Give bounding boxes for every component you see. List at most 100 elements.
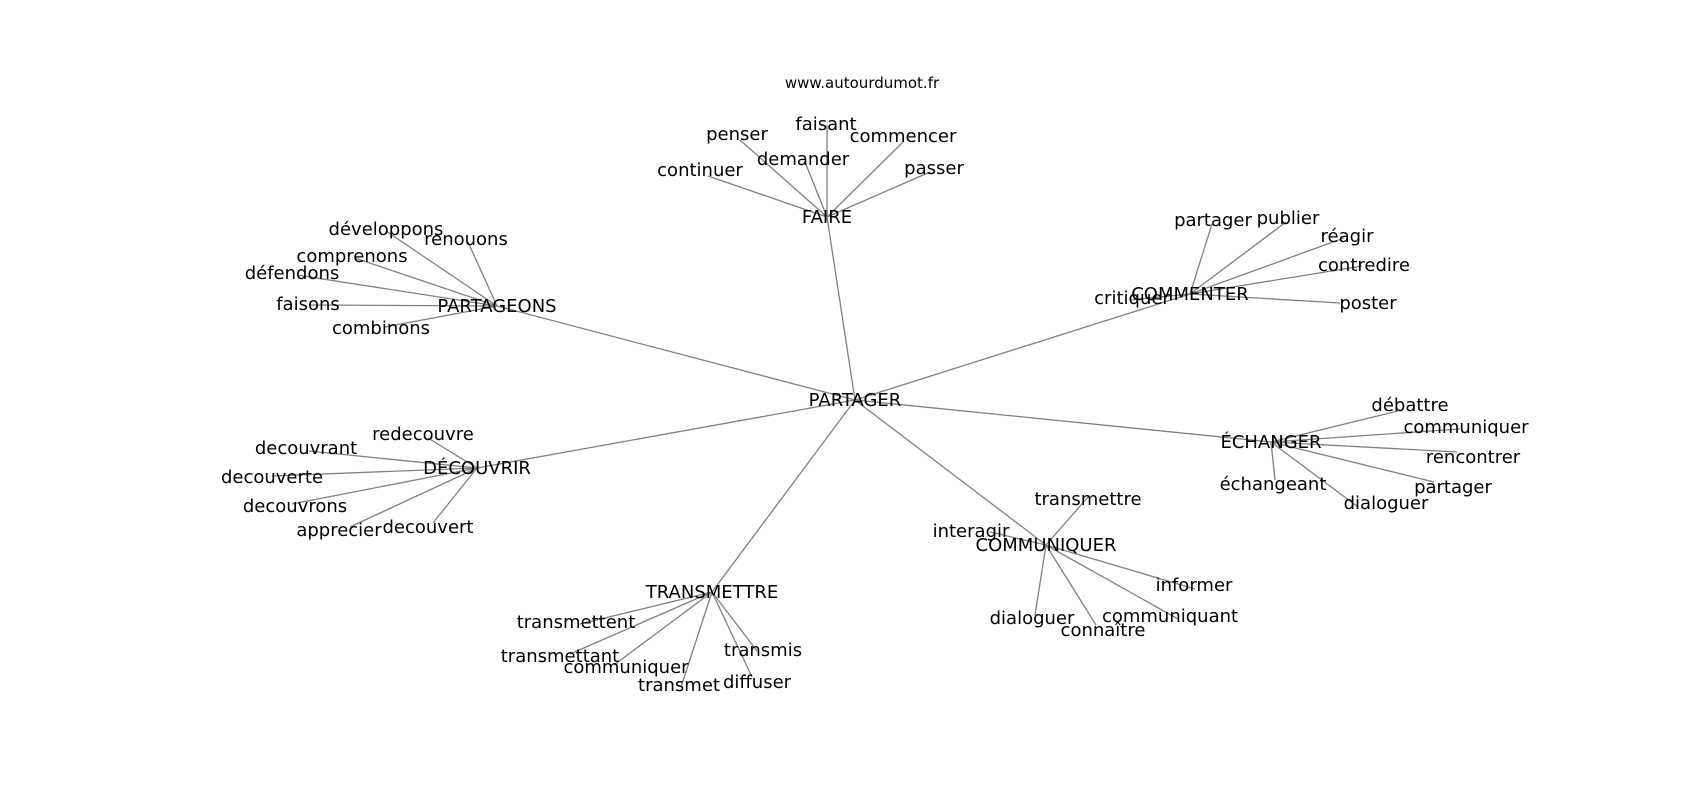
leaf-node-label: transmettant bbox=[501, 646, 620, 667]
leaf-node-label: critiquer bbox=[1094, 288, 1170, 309]
leaf-node-label: demander bbox=[757, 149, 850, 170]
edge-hub-leaf bbox=[1045, 496, 1089, 546]
watermark: www.autourdumot.fr bbox=[785, 74, 940, 92]
leaf-node-label: débattre bbox=[1371, 395, 1448, 416]
edge-hub-leaf bbox=[569, 591, 713, 655]
leaf-node-label: partager bbox=[1414, 477, 1492, 498]
leaf-node-label: comprenons bbox=[296, 246, 407, 267]
leaf-node-label: penser bbox=[706, 124, 768, 145]
leaf-node-label: continuer bbox=[657, 160, 743, 181]
edge-root-hub bbox=[854, 399, 1047, 546]
leaf-node-label: contredire bbox=[1318, 255, 1410, 276]
edge-hub-leaf bbox=[1045, 544, 1097, 626]
edge-hub-leaf bbox=[308, 450, 478, 469]
leaf-node-label: faisant bbox=[795, 114, 856, 135]
edge-hub-leaf bbox=[826, 171, 931, 218]
leaf-node-label: passer bbox=[904, 158, 964, 179]
edge-hub-leaf bbox=[1045, 544, 1179, 620]
leaf-node-label: transmettre bbox=[1034, 489, 1141, 510]
hub-node-label: FAIRE bbox=[802, 207, 852, 228]
edge-hub-leaf bbox=[1270, 410, 1399, 443]
leaf-node-label: défendons bbox=[245, 263, 340, 284]
leaf-node-label: faisons bbox=[276, 294, 340, 315]
edge-hub-leaf bbox=[1189, 293, 1341, 304]
leaf-node-label: échangeant bbox=[1220, 474, 1327, 495]
hub-node-label: DÉCOUVRIR bbox=[423, 457, 531, 479]
leaf-node-label: rencontrer bbox=[1426, 447, 1521, 468]
hub-node-label: PARTAGEONS bbox=[437, 296, 556, 317]
leaf-node-label: réagir bbox=[1321, 226, 1375, 247]
edge-hub-leaf bbox=[296, 274, 498, 307]
edge-hub-leaf bbox=[1189, 265, 1363, 295]
edge-hub-leaf bbox=[291, 467, 478, 505]
edge-hub-leaf bbox=[271, 467, 478, 477]
edge-hub-leaf bbox=[427, 437, 478, 469]
edge-hub-leaf bbox=[711, 591, 758, 652]
edge-hub-leaf bbox=[1270, 441, 1458, 453]
edge-hub-leaf bbox=[354, 257, 498, 307]
edge-hub-leaf bbox=[349, 467, 478, 528]
leaf-node-label: commencer bbox=[850, 126, 957, 147]
edge-hub-leaf bbox=[1270, 441, 1359, 508]
edge-hub-leaf bbox=[1034, 544, 1047, 616]
hub-node-label: COMMENTER bbox=[1131, 284, 1249, 305]
edge-hub-leaf bbox=[1270, 428, 1461, 443]
edge-root-hub bbox=[711, 399, 856, 593]
hub-node-label: TRANSMETTRE bbox=[645, 582, 778, 603]
edge-hub-leaf bbox=[1129, 293, 1191, 301]
edge-hub-leaf bbox=[613, 591, 713, 666]
edge-hub-leaf bbox=[384, 305, 498, 328]
leaf-node-label: decouvrant bbox=[255, 438, 357, 459]
edge-hub-leaf bbox=[826, 141, 904, 218]
leaf-node-label: dialoguer bbox=[1344, 493, 1429, 514]
edge-hub-leaf bbox=[1045, 544, 1196, 590]
edge-hub-leaf bbox=[989, 531, 1047, 546]
leaf-node-label: communiquer bbox=[563, 657, 689, 678]
leaf-node-label: communiquer bbox=[1403, 417, 1529, 438]
edge-hub-leaf bbox=[1189, 223, 1213, 295]
leaf-node-label: redecouvre bbox=[372, 424, 474, 445]
leaf-node-label: connaître bbox=[1061, 620, 1146, 641]
leaf-node-label: decouvert bbox=[382, 517, 473, 538]
leaf-node-label: communiquant bbox=[1102, 606, 1238, 627]
leaf-node-label: decouvrons bbox=[243, 496, 347, 517]
leaf-node-label: développons bbox=[329, 219, 444, 240]
leaf-node-label: apprecier bbox=[296, 520, 382, 541]
edge-hub-leaf bbox=[1270, 441, 1276, 481]
hub-node-label: COMMUNIQUER bbox=[976, 535, 1117, 556]
edge-hub-leaf bbox=[309, 304, 498, 307]
edge-hub-leaf bbox=[385, 230, 498, 307]
graph-labels: PARTAGER FAIRE penser faisantcommencerdeman… bbox=[221, 114, 1529, 696]
leaf-node-label: publier bbox=[1257, 208, 1320, 229]
edge-root-hub bbox=[854, 293, 1191, 401]
edge-hub-leaf bbox=[707, 175, 828, 218]
edge-hub-leaf bbox=[1189, 237, 1345, 295]
leaf-node-label: decouverte bbox=[221, 467, 323, 488]
edge-hub-leaf bbox=[467, 241, 498, 307]
edge-root-hub bbox=[476, 399, 856, 469]
edge-hub-leaf bbox=[804, 161, 828, 218]
edge-hub-leaf bbox=[1189, 221, 1287, 295]
edge-hub-leaf bbox=[739, 139, 828, 218]
root-node-label: PARTAGER bbox=[809, 390, 902, 411]
edge-root-hub bbox=[826, 216, 856, 401]
leaf-node-label: informer bbox=[1156, 575, 1233, 596]
edge-hub-leaf bbox=[579, 591, 713, 625]
leaf-node-label: transmettent bbox=[517, 612, 636, 633]
leaf-node-label: dialoguer bbox=[990, 608, 1075, 629]
edge-hub-leaf bbox=[680, 591, 713, 688]
graph-edges bbox=[271, 125, 1461, 688]
leaf-node-label: combinons bbox=[332, 318, 430, 339]
edge-hub-leaf bbox=[1270, 441, 1435, 483]
leaf-node-label: transmis bbox=[724, 640, 802, 661]
leaf-node-label: interagir bbox=[933, 521, 1010, 542]
edge-root-hub bbox=[496, 305, 856, 401]
hub-node-label: ÉCHANGER bbox=[1220, 431, 1321, 453]
leaf-node-label: transmet bbox=[638, 675, 720, 696]
edge-root-hub bbox=[854, 399, 1272, 443]
leaf-node-label: poster bbox=[1339, 293, 1397, 314]
leaf-node-label: diffuser bbox=[723, 672, 792, 693]
leaf-node-label: renouons bbox=[424, 229, 508, 250]
edge-hub-leaf bbox=[711, 591, 753, 678]
